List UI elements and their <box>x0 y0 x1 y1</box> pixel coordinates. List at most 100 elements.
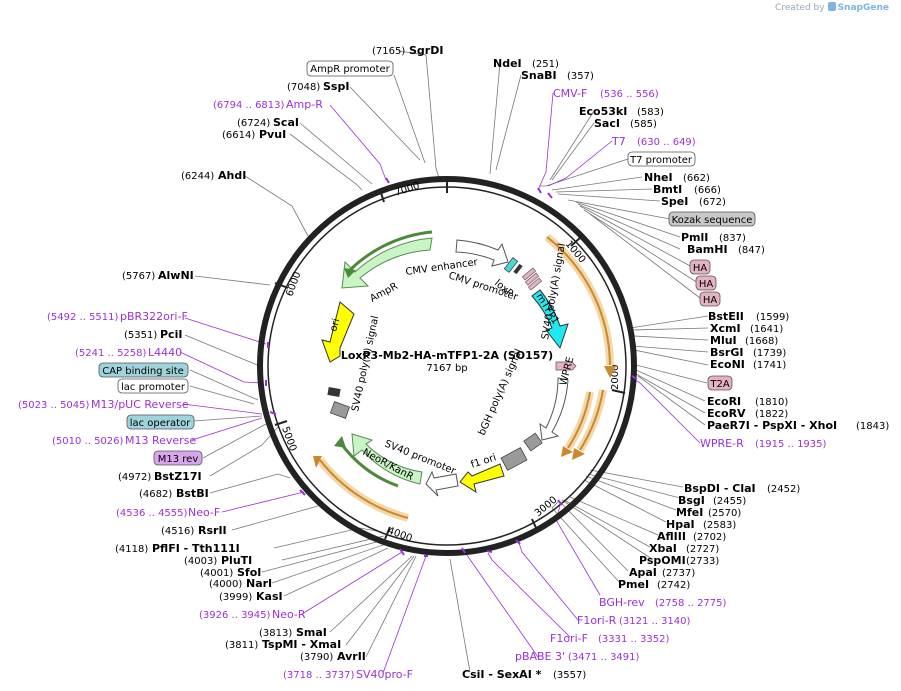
site-pos: (357) <box>567 71 594 82</box>
site-pos: (666) <box>694 185 721 196</box>
site-name: XcmI <box>710 322 741 335</box>
primer-name: T7 <box>611 135 626 148</box>
ha-marks <box>521 267 543 291</box>
ha-text-1: HA <box>693 263 708 274</box>
cap-site-tag: CAP binding site <box>98 362 189 378</box>
primer-pos: (5010 .. 5026) <box>52 436 124 447</box>
neor-feature: NeoR/KanR <box>334 433 423 488</box>
site-pos: (6724) <box>237 118 270 129</box>
cap-site-text: CAP binding site <box>102 366 184 377</box>
site-name: RsrII <box>198 524 227 537</box>
primer-marks <box>265 177 638 557</box>
site-pos: (583) <box>637 107 664 118</box>
site-name: AflIII <box>657 530 686 543</box>
site-pos: (1739) <box>753 348 786 359</box>
site-pos: (847) <box>738 245 765 256</box>
cmv-enhancer-label: CMV enhancer <box>405 257 479 278</box>
site-pos: (6244) <box>181 171 214 182</box>
site-name: AhdI <box>218 169 246 182</box>
site-name: BsgI <box>678 494 705 507</box>
site-name: SnaBI <box>521 69 557 82</box>
site-pos: (585) <box>630 119 657 130</box>
site-pos: (3811) <box>225 640 258 651</box>
site-pos: (1641) <box>750 324 783 335</box>
site-name: PvuI <box>259 128 286 141</box>
site-pos: (3557) <box>553 670 586 681</box>
primer-pos: (5241 .. 5258) <box>75 348 147 359</box>
site-name: SfoI <box>237 566 261 579</box>
t7-promoter-text: T7 promoter <box>629 155 693 166</box>
site-pos: (1599) <box>756 312 789 323</box>
site-name: TspMI - XmaI <box>262 638 341 651</box>
primer-name: F1ori-R <box>577 614 617 627</box>
site-pos: (672) <box>699 197 726 208</box>
site-name: SgrDI <box>409 44 443 57</box>
primer-pos: (3471 .. 3491) <box>568 652 640 663</box>
site-name: CsiI - SexAI * <box>462 668 542 681</box>
site-pos: (3813) <box>259 628 292 639</box>
primer-pos: (5023 .. 5045) <box>18 400 90 411</box>
site-name: AvrII <box>337 650 366 663</box>
primer-name: SV40pro-F <box>356 668 413 681</box>
site-name: HpaI <box>666 518 695 531</box>
site-name: SpeI <box>661 195 688 208</box>
lac-promoter-text: lac promoter <box>121 382 186 393</box>
site-name: BstEII <box>708 310 744 323</box>
plasmid-name: LoxP3-Mb2-HA-mTFP1-2A (SO157) <box>341 349 553 362</box>
t7-promoter-tag: T7 promoter <box>627 151 696 167</box>
m13-rev-text: M13 rev <box>158 454 199 465</box>
site-name: BstZ17I <box>154 470 202 483</box>
primer-pos: (3331 .. 3352) <box>598 634 670 645</box>
site-pos: (2742) <box>657 580 690 591</box>
site-name: BmtI <box>653 183 682 196</box>
ha-text-2: HA <box>699 279 714 290</box>
site-name: EcoNI <box>710 358 745 371</box>
site-pos: (2570) <box>708 508 741 519</box>
primer-name: Neo-R <box>272 608 306 621</box>
t2a-text: T2A <box>709 379 729 390</box>
site-name: PmeI <box>618 578 649 591</box>
primer-name: WPRE-R <box>700 437 744 450</box>
site-name: PspOMI <box>639 554 686 567</box>
site-pos: (4000) <box>209 579 242 590</box>
position-ticks <box>274 179 626 540</box>
site-name: BspDI - ClaI <box>684 482 756 495</box>
lac-operator-tag: lac operator <box>126 414 195 430</box>
site-name: SmaI <box>296 626 327 639</box>
site-name: ScaI <box>273 116 299 129</box>
polya-boxes <box>500 432 543 471</box>
plasmid-length: 7167 bp <box>426 363 467 374</box>
site-name: KasI <box>256 590 283 603</box>
primer-name: Neo-F <box>188 506 220 519</box>
lac-promoter-tag: lac promoter <box>117 378 189 394</box>
site-name: MluI <box>710 334 737 347</box>
ampr-feature: AmpR <box>341 230 433 305</box>
primer-labels: (6794 .. 6813) Amp-R (5492 .. 5511) pBR3… <box>18 87 827 681</box>
site-pos: (6614) <box>222 130 255 141</box>
ha-tag-1: HA <box>689 259 711 275</box>
site-pos: (1822) <box>755 409 788 420</box>
ori-feature: ori <box>321 301 355 363</box>
site-pos: (2733) <box>686 556 719 567</box>
site-pos: (4516) <box>161 526 194 537</box>
credit-prefix: Created by <box>775 3 825 13</box>
kozak-text: Kozak sequence <box>672 215 753 226</box>
site-pos: (2583) <box>703 520 736 531</box>
site-name: SspI <box>323 80 349 93</box>
boxed-labels: AmpR promoter T7 promoter Kozak sequence… <box>98 60 756 466</box>
site-name: NdeI <box>493 57 522 70</box>
primer-pos: (1915 .. 1935) <box>755 439 827 450</box>
site-pos: (2727) <box>686 544 719 555</box>
snapgene-logo-icon <box>827 2 836 11</box>
site-name: PflFI - Tth111I <box>152 542 240 555</box>
site-labels: (7165) SgrDI (7048) SspI (6724) ScaI (66… <box>115 44 889 681</box>
site-pos: (2455) <box>713 496 746 507</box>
primer-name: Amp-R <box>286 98 323 111</box>
primer-name: CMV-F <box>553 87 587 100</box>
lac-operator-text: lac operator <box>130 418 191 429</box>
site-name: EcoRI <box>707 395 741 408</box>
wpre-label: WPRE <box>558 356 576 387</box>
primer-pos: (3926 .. 3945) <box>199 610 271 621</box>
site-pos: (2737) <box>662 568 695 579</box>
site-pos: (662) <box>683 173 710 184</box>
